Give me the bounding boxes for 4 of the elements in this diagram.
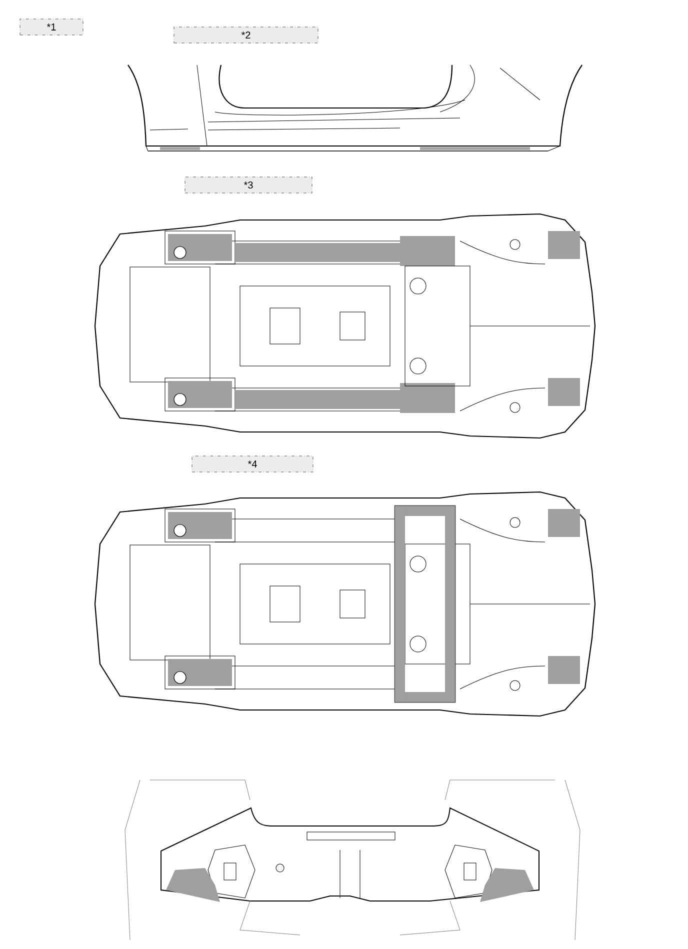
label-box: *1 (20, 18, 84, 36)
label-box: *4 (192, 456, 314, 472)
label-box: *3 (184, 176, 312, 194)
label-box: *2 (174, 26, 318, 44)
